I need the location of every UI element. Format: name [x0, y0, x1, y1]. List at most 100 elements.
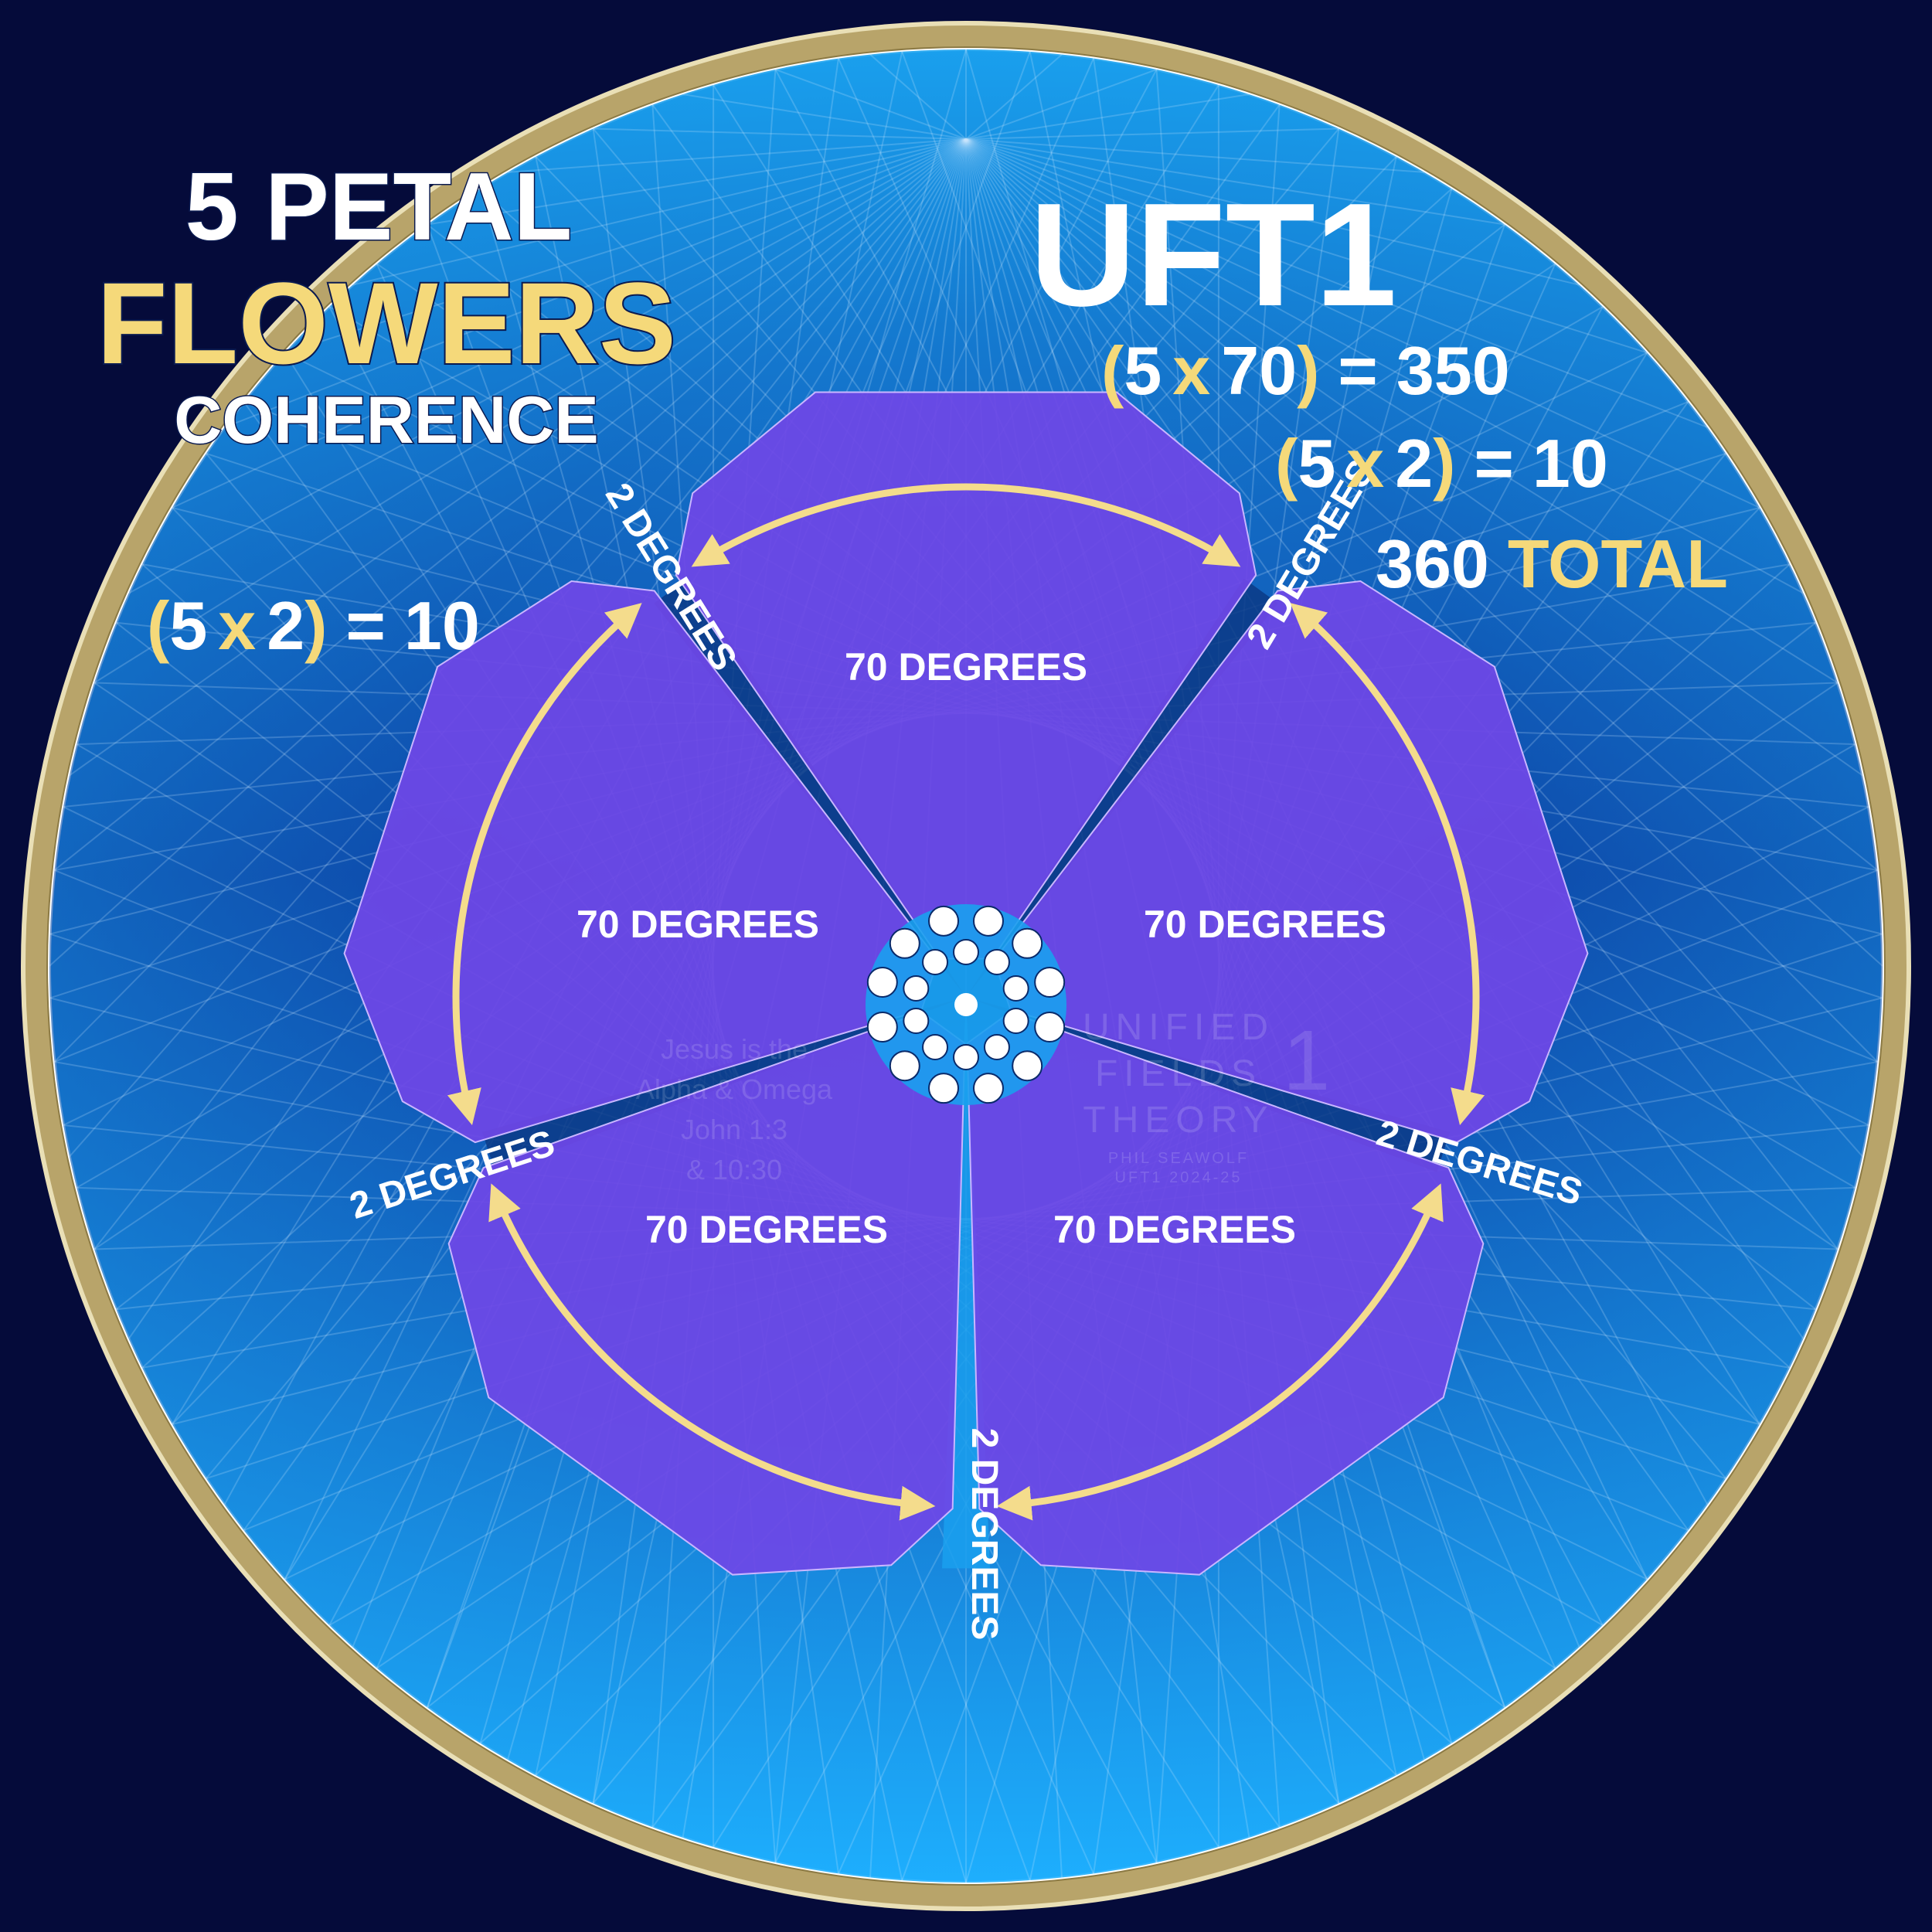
watermark-left-line: Alpha & Omega: [636, 1073, 833, 1105]
eq3-close: ): [304, 587, 327, 664]
pearl-outer: [928, 905, 960, 937]
watermark-right-line: PHIL SEAWOLF: [1108, 1150, 1249, 1167]
title-line3: COHERENCE: [174, 383, 599, 457]
pearl-outer: [889, 927, 920, 959]
petal-label: 70 DEGREES: [845, 645, 1087, 689]
geometry-ray: [965, 138, 1863, 777]
pearl-inner: [983, 1034, 1010, 1061]
watermark-right-line: FIELDS: [1095, 1053, 1262, 1094]
eq2-equals: =: [1474, 425, 1513, 502]
eq3-equals: =: [345, 587, 385, 664]
pearl-outer: [1012, 1050, 1043, 1082]
geometry-ray: [427, 138, 967, 226]
geometry-ray: [224, 138, 967, 428]
petal: [675, 391, 1257, 960]
gap-wedge: [654, 578, 966, 997]
geometry-ray: [965, 138, 1838, 684]
watermark-right-line: UFT1 2024-25: [1115, 1169, 1243, 1186]
eq2-b: 2: [1395, 425, 1433, 502]
geometry-ray: [94, 138, 967, 684]
petal-label: 70 DEGREES: [577, 903, 819, 946]
pearl-outer: [889, 1050, 920, 1082]
gap-label: 2 DEGREES: [964, 1428, 1005, 1641]
geometry-ray: [172, 138, 967, 509]
petal-arrow: [488, 1183, 936, 1521]
flower-center: [866, 904, 1066, 1105]
watermark-left-line: John 1:3: [681, 1114, 787, 1145]
total-label: TOTAL: [1508, 526, 1728, 602]
eq-open: (: [1101, 332, 1124, 409]
geometry-ray: [69, 138, 967, 777]
petal-arrow: [1290, 603, 1485, 1126]
petal-arrows: [447, 483, 1485, 1521]
eq3-b: 2: [267, 587, 304, 664]
petal-arrow: [447, 603, 642, 1126]
pearl-outer: [866, 967, 898, 998]
petal-label: 70 DEGREES: [1144, 903, 1386, 946]
total-value: 360: [1376, 526, 1489, 602]
watermark-left-line: & 10:30: [686, 1154, 782, 1185]
watermark-right-line: UNIFIED: [1083, 1007, 1274, 1048]
title-line2: FLOWERS: [97, 258, 676, 388]
pearl-inner: [903, 1008, 930, 1035]
geometry-ray: [965, 68, 1157, 140]
pearl-inner: [983, 948, 1010, 975]
geometry-ray: [965, 138, 1648, 354]
geometry-ray: [965, 138, 1879, 871]
geometry-ray: [965, 94, 1250, 140]
geometry-ray: [965, 138, 1580, 286]
geometry-ray: [593, 128, 967, 140]
pearl-outer: [972, 905, 1004, 937]
petal-labels: 70 DEGREES 70 DEGREES 70 DEGREES 70 DEGREES…: [577, 645, 1386, 1251]
petal-arrow: [996, 1183, 1444, 1521]
geometry-ray: [965, 138, 1879, 1063]
pearl-inner: [922, 948, 949, 975]
geometry-ray: [507, 138, 967, 173]
title-block: 5 PETAL FLOWERS COHERENCE: [95, 153, 678, 459]
geometry-ray: [869, 53, 967, 140]
eq-a: 5: [1124, 332, 1162, 409]
geometry-ray: [53, 138, 967, 871]
geometry-ray: [965, 128, 1339, 140]
eq2-result: 10: [1532, 425, 1608, 502]
petal-label: 70 DEGREES: [645, 1208, 888, 1251]
geometry-ray: [965, 138, 1425, 173]
pearl-inner: [1002, 1008, 1029, 1035]
eq2-a: 5: [1298, 425, 1335, 502]
geometry-ray: [53, 138, 967, 1063]
pearl-inner: [922, 1034, 949, 1061]
eq2-close: ): [1433, 425, 1455, 502]
geometry-ray: [284, 138, 967, 354]
geometry-ray: [965, 138, 1883, 967]
geometry-ray: [965, 138, 1760, 509]
brand-title: UFT1: [1030, 173, 1397, 337]
geometry-ray: [965, 138, 1505, 226]
geometry-ray: [128, 138, 967, 594]
eq-x: x: [1172, 332, 1210, 409]
pearl-outer: [866, 1011, 898, 1043]
pearl-outer: [1012, 927, 1043, 959]
eq-result: 350: [1396, 332, 1510, 409]
eq3-open: (: [147, 587, 170, 664]
eq-b: 70: [1221, 332, 1297, 409]
eq3-result: 10: [404, 587, 480, 664]
gap-wedge: [966, 578, 1278, 997]
pearl-inner: [953, 1044, 979, 1070]
geometry-ray: [352, 138, 967, 286]
eq-equals: =: [1338, 332, 1377, 409]
eq3-a: 5: [169, 587, 207, 664]
eq3-x: x: [218, 587, 256, 664]
eq2-x: x: [1346, 425, 1384, 502]
petal-label: 70 DEGREES: [1053, 1208, 1296, 1251]
pearl-center: [954, 993, 978, 1016]
watermark-number: 1: [1283, 1013, 1330, 1108]
title-line1: 5 PETAL: [185, 154, 573, 260]
pearl-outer: [1034, 1011, 1066, 1043]
geometry-ray: [775, 68, 967, 140]
eq2-open: (: [1275, 425, 1298, 502]
